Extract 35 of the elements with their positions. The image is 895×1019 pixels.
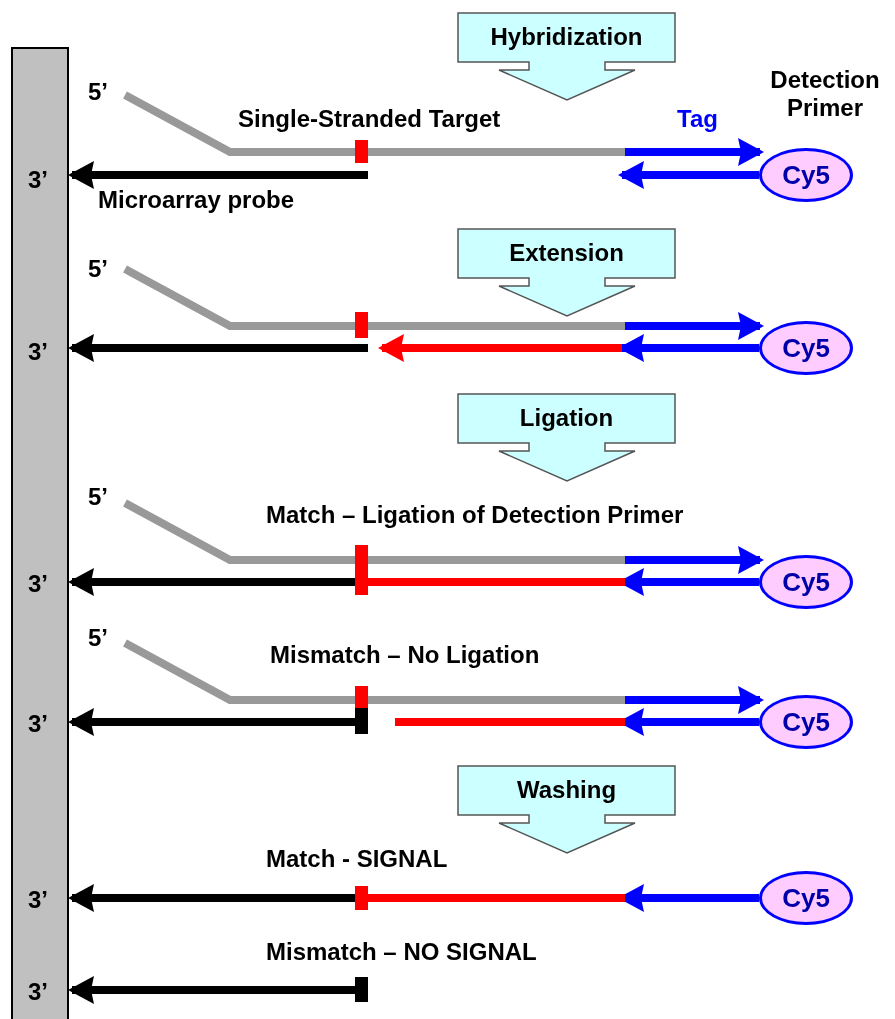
probe-label: Microarray probe bbox=[98, 186, 295, 214]
dye-ellipse bbox=[759, 148, 853, 202]
step-callout bbox=[457, 765, 676, 855]
dye-label: Cy5 bbox=[782, 706, 830, 738]
tag-label: Tag bbox=[677, 105, 718, 133]
end-label: 3’ bbox=[28, 978, 48, 1006]
step-callout bbox=[457, 228, 676, 318]
primer-label: Detection Primer bbox=[769, 66, 881, 122]
end-label: 3’ bbox=[28, 338, 48, 366]
step-label: Extension bbox=[508, 238, 625, 268]
end-label: 3’ bbox=[28, 570, 48, 598]
dye-label: Cy5 bbox=[782, 566, 830, 598]
step-label: Hybridization bbox=[489, 22, 644, 52]
end-label: 5’ bbox=[88, 78, 108, 106]
end-label: 5’ bbox=[88, 255, 108, 283]
dye-ellipse bbox=[759, 321, 853, 375]
dye-ellipse bbox=[759, 695, 853, 749]
strand-label: Single-Stranded Target bbox=[238, 105, 501, 133]
end-label: 5’ bbox=[88, 483, 108, 511]
outcome-label: Match - SIGNAL bbox=[266, 845, 448, 873]
end-label: 3’ bbox=[28, 710, 48, 738]
outcome-label: Mismatch – No Ligation bbox=[270, 641, 540, 669]
outcome-label: Match – Ligation of Detection Primer bbox=[266, 501, 684, 529]
step-callout bbox=[457, 393, 676, 483]
dye-label: Cy5 bbox=[782, 882, 830, 914]
outcome-label: Mismatch – NO SIGNAL bbox=[266, 938, 537, 966]
dye-ellipse bbox=[759, 555, 853, 609]
step-callout bbox=[457, 12, 676, 102]
step-label: Washing bbox=[515, 775, 618, 805]
end-label: 3’ bbox=[28, 166, 48, 194]
dye-label: Cy5 bbox=[782, 159, 830, 191]
step-label: Ligation bbox=[518, 403, 615, 433]
end-label: 5’ bbox=[88, 624, 108, 652]
dye-label: Cy5 bbox=[782, 332, 830, 364]
end-label: 3’ bbox=[28, 886, 48, 914]
